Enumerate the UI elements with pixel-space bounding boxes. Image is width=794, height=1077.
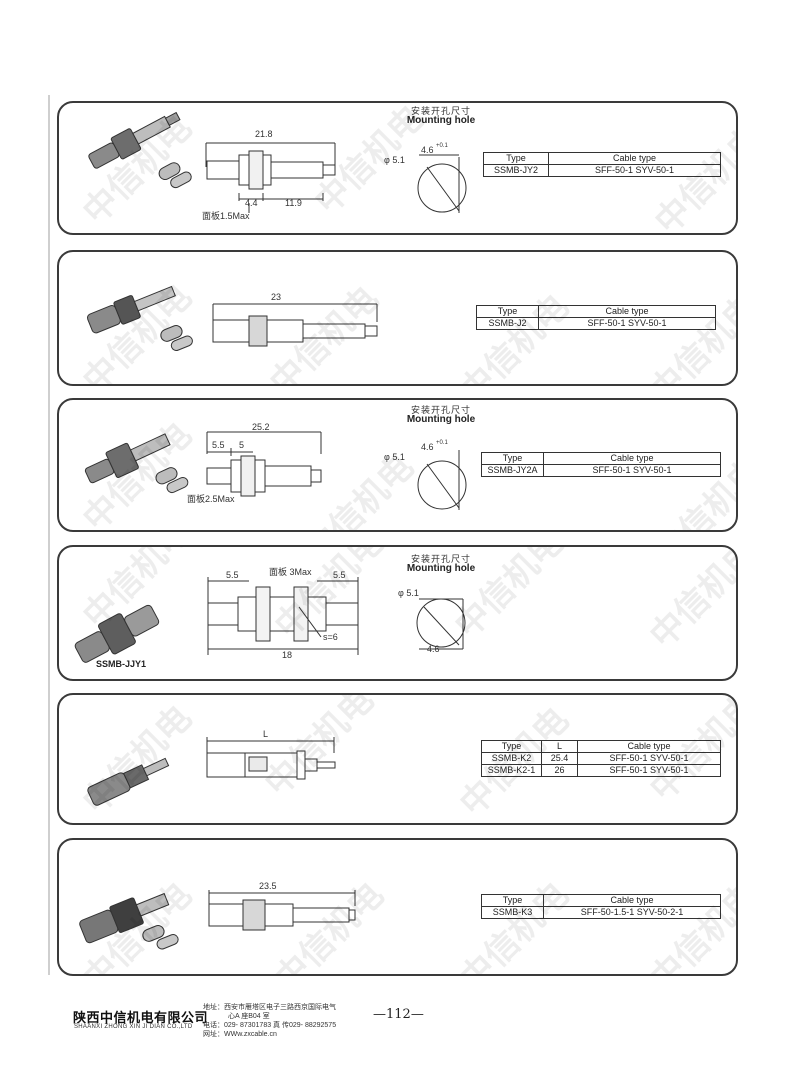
dim-hole-diameter: φ 5.1 bbox=[384, 155, 405, 165]
col-type: Type bbox=[481, 452, 544, 465]
connector-photo-and-drawing bbox=[84, 431, 467, 510]
type-cell: SSMB-JY2A bbox=[481, 464, 544, 477]
dim-hole-width: 4.6 bbox=[421, 442, 434, 452]
connector-photo-and-drawing bbox=[74, 577, 466, 663]
page-footer: 陕西中信机电有限公司 SHAANXI ZHONG XIN JI DIAN CO.… bbox=[73, 1003, 723, 1043]
dim-hole-diameter: φ 5.1 bbox=[384, 452, 405, 462]
mounting-hole-title-zh: 安装开孔尺寸 bbox=[410, 405, 471, 415]
mounting-hole-title-zh: 安装开孔尺寸 bbox=[410, 106, 471, 116]
mounting-hole-title: 安装开孔尺寸 Mounting hole bbox=[389, 107, 493, 126]
dim-overall: 23 bbox=[271, 292, 282, 302]
type-cell: SSMB-K2 bbox=[481, 752, 542, 765]
dim-overall: L bbox=[263, 729, 269, 739]
cable-type-cell: SFF-50-1 SYV-50-1 bbox=[577, 752, 721, 765]
connector-photo-and-drawing bbox=[86, 285, 378, 351]
mounting-hole-title: 安装开孔尺寸 Mounting hole bbox=[389, 555, 493, 574]
dim-overall: 23.5 bbox=[259, 881, 277, 891]
col-cable-type: Cable type bbox=[548, 152, 721, 165]
dim-panel-thickness: 面板 3Max bbox=[269, 567, 312, 577]
dim-hex: s=6 bbox=[323, 632, 338, 642]
length-cell: 26 bbox=[541, 764, 578, 777]
product-label: SSMB-JJY1 bbox=[96, 659, 147, 669]
connector-photo-and-drawing bbox=[79, 890, 356, 950]
dim-hole-tolerance: +0.1 bbox=[436, 143, 448, 149]
dim-a: 4.4 bbox=[245, 198, 258, 208]
dim-hole-tolerance: +0.1 bbox=[436, 440, 448, 446]
mounting-hole-title-en: Mounting hole bbox=[406, 414, 476, 425]
col-cable-type: Cable type bbox=[538, 305, 716, 318]
col-cable-type: Cable type bbox=[577, 740, 721, 753]
connector-photo-and-drawing bbox=[87, 737, 336, 806]
address-line-2: 心A 座B04 室 bbox=[228, 1013, 270, 1020]
product-panel-ssmb-jy2a: 25.2 5.5 5 面板2.5Max 安装开孔尺寸 Mounting hole… bbox=[57, 398, 738, 532]
type-cell: SSMB-J2 bbox=[476, 317, 539, 330]
dim-hole-width: 4.6 bbox=[421, 145, 434, 155]
company-name-cn: 陕西中信机电有限公司 bbox=[73, 1010, 209, 1025]
col-cable-type: Cable type bbox=[543, 452, 721, 465]
mounting-hole-title-zh: 安装开孔尺寸 bbox=[410, 554, 471, 564]
type-cell: SSMB-JY2 bbox=[483, 164, 549, 177]
dim-panel-thickness: 面板2.5Max bbox=[187, 494, 235, 504]
product-panel-ssmb-jjy1: 5.5 面板 3Max 5.5 18 s=6 SSMB-JJY1 安装开孔尺寸 … bbox=[57, 545, 738, 681]
connector-photo-and-drawing bbox=[88, 111, 467, 213]
product-panel-ssmb-jy2: 21.8 4.4 11.9 面板1.5Max 安装开孔尺寸 Mounting h… bbox=[57, 101, 738, 235]
dim-overall: 21.8 bbox=[255, 129, 273, 139]
length-cell: 25.4 bbox=[541, 752, 578, 765]
dim-b: 5 bbox=[239, 440, 245, 450]
dim-a: 5.5 bbox=[212, 440, 225, 450]
type-cell: SSMB-K3 bbox=[481, 906, 544, 919]
binding-edge bbox=[48, 95, 50, 975]
dim-right: 5.5 bbox=[333, 570, 346, 580]
cable-type-cell: SFF-50-1.5-1 SYV-50-2-1 bbox=[543, 906, 721, 919]
mounting-hole-title-en: Mounting hole bbox=[406, 115, 476, 126]
mounting-hole-title: 安装开孔尺寸 Mounting hole bbox=[389, 406, 493, 425]
dim-overall: 25.2 bbox=[252, 422, 270, 432]
dim-hole-diameter: φ 5.1 bbox=[398, 588, 419, 598]
cable-type-cell: SFF-50-1 SYV-50-1 bbox=[548, 164, 721, 177]
dim-b: 11.9 bbox=[285, 198, 302, 208]
cable-type-cell: SFF-50-1 SYV-50-1 bbox=[577, 764, 721, 777]
dim-panel-thickness: 面板1.5Max bbox=[202, 211, 250, 221]
company-name-en: SHAANXI ZHONG XIN JI DIAN CO.,LTD bbox=[74, 1024, 193, 1030]
address-line-1: 地址：西安市雁塔区电子三路西京国际电气 bbox=[203, 1004, 336, 1011]
col-type: Type bbox=[476, 305, 539, 318]
col-type: Type bbox=[481, 740, 542, 753]
dim-hole-width: 4.6 bbox=[427, 644, 440, 654]
col-length: L bbox=[541, 740, 578, 753]
page-number: —112— bbox=[373, 1007, 424, 1022]
col-cable-type: Cable type bbox=[543, 894, 721, 907]
contact-info: 地址：西安市雁塔区电子三路西京国际电气 心A 座B04 室 电话：029- 87… bbox=[203, 1003, 336, 1039]
col-type: Type bbox=[481, 894, 544, 907]
type-cell: SSMB-K2-1 bbox=[481, 764, 542, 777]
cable-type-cell: SFF-50-1 SYV-50-1 bbox=[538, 317, 716, 330]
dim-left: 5.5 bbox=[226, 570, 239, 580]
phone-line: 电话：029- 87301783 真 传029- 88292575 bbox=[203, 1022, 337, 1029]
cable-type-cell: SFF-50-1 SYV-50-1 bbox=[543, 464, 721, 477]
mounting-hole-title-en: Mounting hole bbox=[406, 563, 476, 574]
dim-overall: 18 bbox=[282, 650, 293, 660]
col-type: Type bbox=[483, 152, 549, 165]
website-line: 网址：WWw.zxcable.cn bbox=[203, 1031, 277, 1038]
